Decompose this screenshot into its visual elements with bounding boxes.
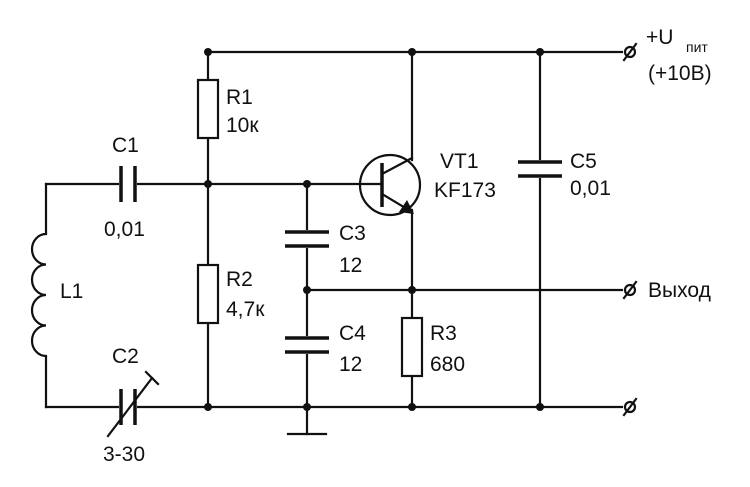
resistor-r2 bbox=[196, 263, 220, 325]
junction-dot bbox=[408, 286, 416, 294]
r3-value: 680 bbox=[430, 353, 465, 376]
junction-dot bbox=[408, 48, 416, 56]
r1-ref: R1 bbox=[226, 86, 253, 109]
c3-ref: C3 bbox=[339, 222, 366, 245]
capacitor-c3 bbox=[285, 230, 329, 248]
wires bbox=[44, 50, 624, 436]
inductor-l1 bbox=[30, 232, 50, 358]
terminal-supply bbox=[622, 42, 638, 62]
junction-dot bbox=[303, 286, 311, 294]
resistor-r1 bbox=[196, 78, 220, 140]
l1-ref: L1 bbox=[60, 280, 83, 303]
supply-voltage: (+10В) bbox=[648, 62, 712, 85]
c5-value: 0,01 bbox=[570, 177, 611, 200]
r1-value: 10к bbox=[226, 114, 259, 137]
junction-dot bbox=[204, 48, 212, 56]
output-label: Выход bbox=[648, 279, 711, 302]
supply-subscript: пит bbox=[686, 39, 708, 55]
capacitor-c1 bbox=[119, 166, 137, 202]
junction-dot bbox=[204, 403, 212, 411]
junctions bbox=[204, 48, 544, 411]
terminal-ground bbox=[622, 397, 638, 417]
junction-dot bbox=[204, 180, 212, 188]
vt1-value: KF173 bbox=[434, 179, 496, 202]
resistor-r3 bbox=[400, 316, 424, 378]
junction-dot bbox=[408, 403, 416, 411]
c4-ref: C4 bbox=[339, 322, 366, 345]
r2-value: 4,7к bbox=[226, 298, 265, 321]
c1-value: 0,01 bbox=[104, 218, 145, 241]
c5-ref: C5 bbox=[570, 150, 597, 173]
c4-value: 12 bbox=[339, 353, 362, 376]
supply-symbol: +U bbox=[646, 26, 673, 49]
c2-ref: C2 bbox=[112, 345, 139, 368]
c1-ref: C1 bbox=[112, 134, 139, 157]
emitter-arrow bbox=[399, 200, 414, 214]
r2-ref: R2 bbox=[226, 268, 253, 291]
variable-capacitor-c2 bbox=[106, 370, 160, 438]
junction-dot bbox=[536, 403, 544, 411]
terminal-output bbox=[622, 280, 638, 300]
c3-value: 12 bbox=[339, 254, 362, 277]
transistor-vt1 bbox=[358, 153, 422, 217]
junction-dot bbox=[303, 180, 311, 188]
capacitor-c5 bbox=[518, 160, 562, 178]
junction-dot bbox=[536, 48, 544, 56]
c2-value: 3-30 bbox=[103, 443, 145, 466]
r3-ref: R3 bbox=[430, 322, 457, 345]
vt1-ref: VT1 bbox=[440, 150, 479, 173]
junction-dot bbox=[303, 403, 311, 411]
capacitor-c4 bbox=[285, 336, 329, 354]
